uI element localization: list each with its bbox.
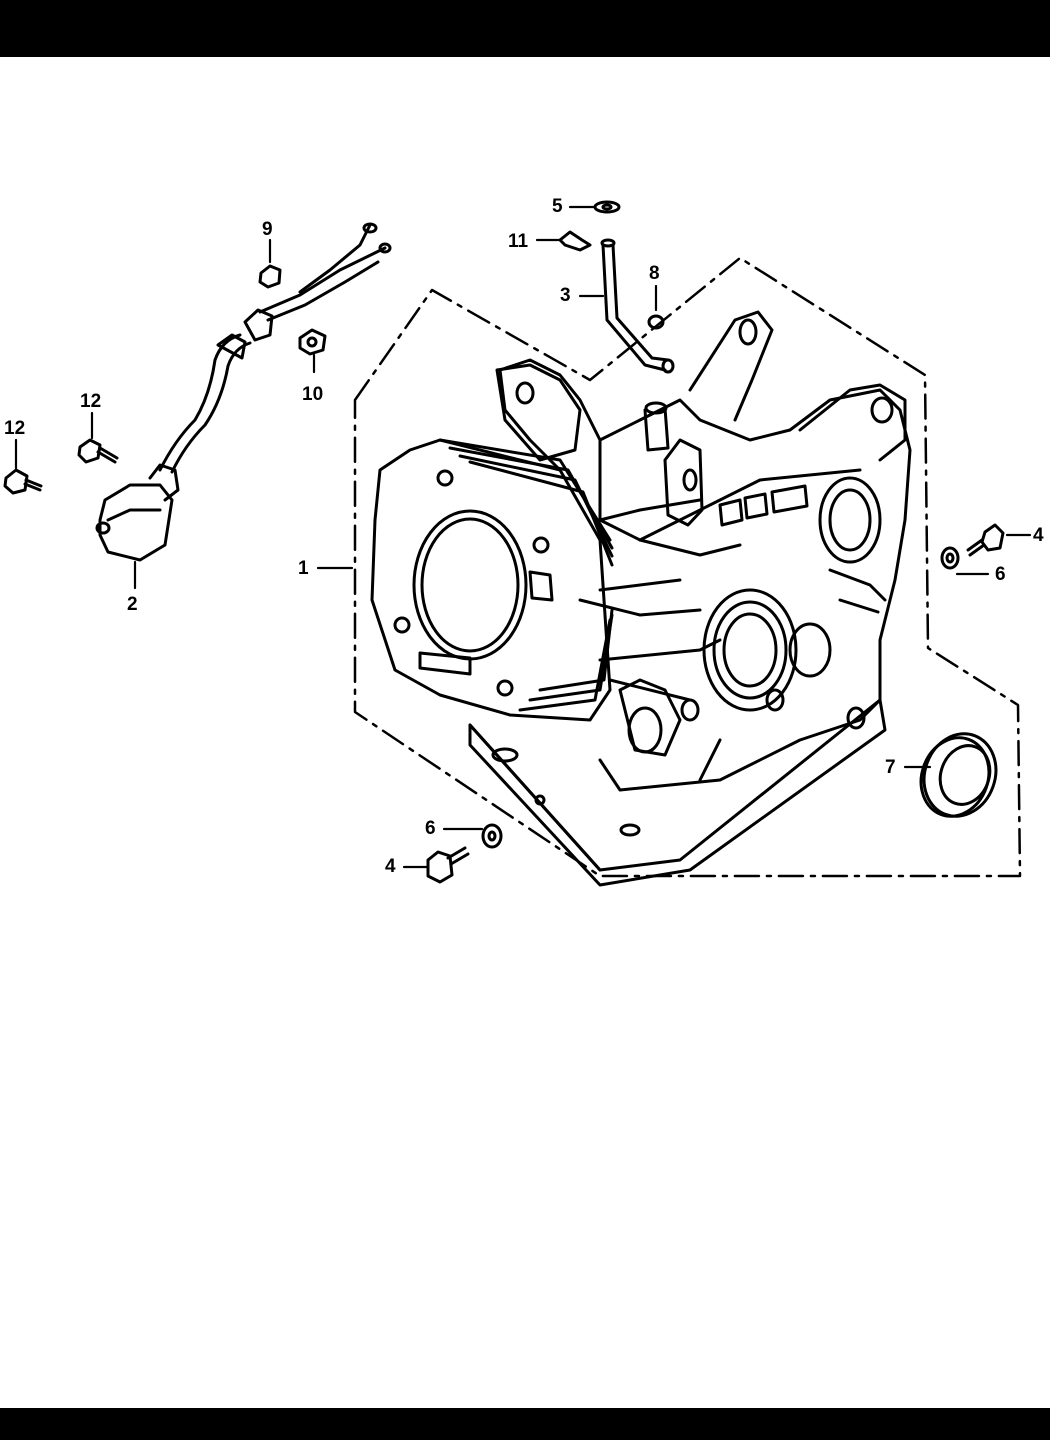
- parts-diagram: 1 2 3 4 4 5 6 6 7 8 9 10 11 12 12: [0, 57, 1050, 1408]
- callout-4-bottom: 4: [385, 857, 396, 876]
- callout-6-right: 6: [995, 565, 1006, 584]
- callout-3: 3: [560, 286, 571, 305]
- exploded-view-drawing: [0, 57, 1050, 1408]
- nut-part-10: [300, 330, 325, 354]
- washer-part-6b: [483, 825, 501, 847]
- washer-part-6a: [942, 548, 958, 568]
- callout-8: 8: [649, 264, 660, 283]
- oil-seal-part: [910, 724, 1007, 827]
- callout-5: 5: [552, 197, 563, 216]
- bolt-part-12b: [5, 470, 41, 493]
- callout-1: 1: [298, 559, 309, 578]
- nut-part-9: [260, 266, 280, 287]
- callout-6-bottom: 6: [425, 819, 436, 838]
- clip-part: [560, 232, 590, 250]
- cylinder-block-part: [372, 312, 910, 885]
- header-bar: [0, 0, 1050, 57]
- callout-9: 9: [262, 220, 273, 239]
- callout-11: 11: [508, 232, 528, 251]
- breather-tube-part: [602, 240, 673, 372]
- callout-7: 7: [885, 758, 896, 777]
- oil-sensor-part: [97, 224, 390, 560]
- bolt-part-4a: [968, 525, 1003, 555]
- bolt-part-12a: [79, 440, 117, 462]
- bolt-part-4b: [428, 848, 468, 882]
- callout-10: 10: [302, 385, 323, 404]
- callout-4-right: 4: [1033, 526, 1044, 545]
- callout-12-upper: 12: [80, 392, 101, 411]
- callout-12-left: 12: [4, 419, 25, 438]
- footer-bar: [0, 1408, 1050, 1440]
- callout-2: 2: [127, 595, 138, 614]
